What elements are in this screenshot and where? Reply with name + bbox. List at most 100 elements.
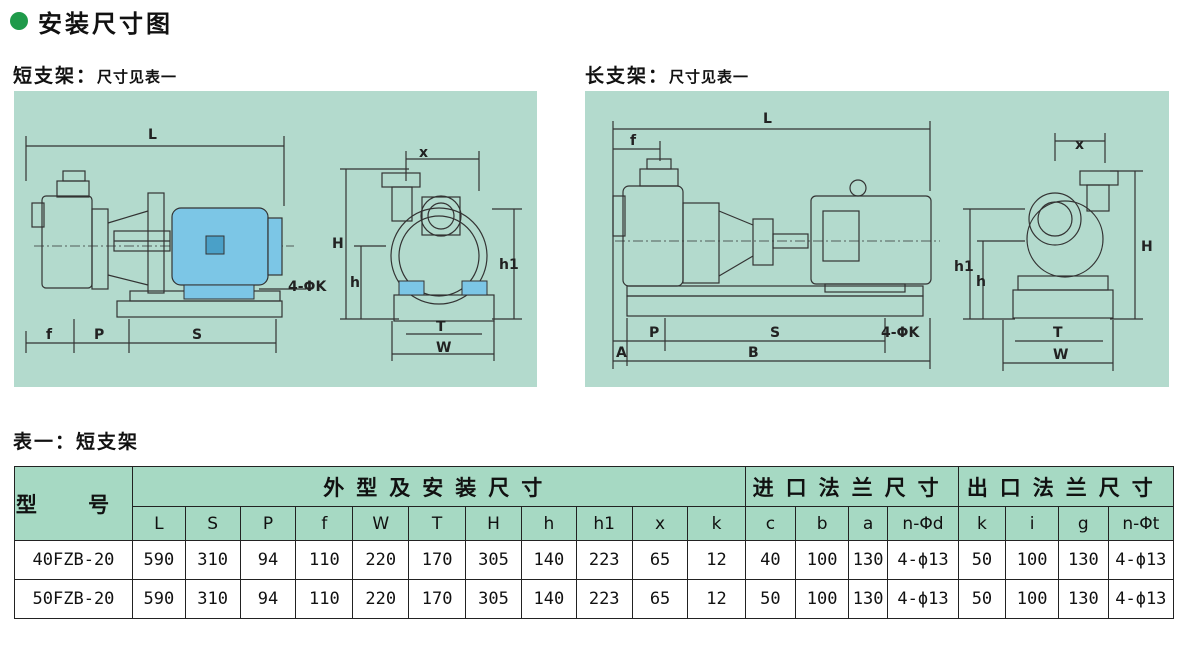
table-cell: 50 bbox=[744, 579, 797, 619]
short-bracket-note: 尺寸见表一 bbox=[97, 68, 178, 86]
long-bracket-drawing: L f x h1 h H P S 4-ΦK A B T W bbox=[585, 91, 1169, 387]
dim-label-h: h bbox=[350, 275, 360, 291]
column-header: c bbox=[744, 506, 797, 541]
table-cell: 4-ϕ13 bbox=[887, 540, 959, 580]
long-bracket-note: 尺寸见表一 bbox=[669, 68, 750, 86]
table-cell: 50 bbox=[957, 579, 1007, 619]
column-header: n-Φt bbox=[1107, 506, 1175, 541]
dim-label-t-long: T bbox=[1053, 325, 1063, 341]
table-cell: 130 bbox=[1058, 579, 1109, 619]
table-cell: 170 bbox=[408, 540, 467, 580]
table-cell: 223 bbox=[575, 540, 633, 580]
table-cell: 140 bbox=[520, 579, 577, 619]
dim-label-H-long: H bbox=[1141, 239, 1153, 255]
table-cell: 100 bbox=[1005, 540, 1059, 580]
table-cell: 130 bbox=[847, 540, 889, 580]
table-cell: 4-ϕ13 bbox=[1107, 540, 1175, 580]
dim-label-x: x bbox=[419, 145, 428, 161]
long-bracket-caption: 长支架：尺寸见表一 bbox=[585, 61, 749, 88]
column-header: f bbox=[295, 506, 354, 541]
dim-label-h1: h1 bbox=[499, 257, 519, 273]
model-header: 型 号 bbox=[14, 466, 133, 541]
dim-label-a-long: A bbox=[616, 345, 627, 361]
column-header: H bbox=[465, 506, 522, 541]
table-cell: 94 bbox=[239, 579, 297, 619]
dim-label-p: P bbox=[94, 327, 104, 343]
short-bracket-drawing: L x H h h1 4-ΦK f P S T W bbox=[14, 91, 537, 387]
dim-label-h-long: h bbox=[976, 274, 986, 290]
dimension-table: 型 号 外型及安装尺寸 进口法兰尺寸 出口法兰尺寸 L S P f W T H … bbox=[14, 466, 1175, 619]
table-cell: 110 bbox=[295, 579, 354, 619]
table-cell: 94 bbox=[239, 540, 297, 580]
column-header: k bbox=[957, 506, 1007, 541]
dim-label-b-long: B bbox=[748, 345, 759, 361]
table-cell: 590 bbox=[131, 540, 186, 580]
dim-label-t: T bbox=[436, 319, 446, 335]
table-cell: 590 bbox=[131, 579, 186, 619]
table-cell: 50FZB-20 bbox=[14, 579, 133, 619]
table-cell: 65 bbox=[631, 540, 689, 580]
column-header: k bbox=[687, 506, 746, 541]
table-cell: 220 bbox=[352, 540, 410, 580]
table-cell: 100 bbox=[1005, 579, 1059, 619]
table-cell: 140 bbox=[520, 540, 577, 580]
table-cell: 65 bbox=[631, 579, 689, 619]
dim-label-p-long: P bbox=[649, 325, 659, 341]
column-header: h bbox=[520, 506, 577, 541]
dim-label-w: W bbox=[436, 340, 451, 356]
column-header: i bbox=[1005, 506, 1059, 541]
table-cell: 12 bbox=[687, 540, 746, 580]
table-cell: 40FZB-20 bbox=[14, 540, 133, 580]
column-header: P bbox=[239, 506, 297, 541]
table-cell: 40 bbox=[744, 540, 797, 580]
group-inlet-header: 进口法兰尺寸 bbox=[744, 466, 959, 507]
column-header: S bbox=[184, 506, 241, 541]
table-cell: 310 bbox=[184, 579, 241, 619]
column-header: h1 bbox=[575, 506, 633, 541]
table-cell: 4-ϕ13 bbox=[1107, 579, 1175, 619]
table-cell: 220 bbox=[352, 579, 410, 619]
dim-label-w-long: W bbox=[1053, 347, 1068, 363]
dim-label-s-long: S bbox=[770, 325, 780, 341]
short-bracket-label: 短支架： bbox=[13, 65, 98, 87]
column-header: a bbox=[847, 506, 889, 541]
dim-label-L: L bbox=[148, 127, 157, 143]
column-header: x bbox=[631, 506, 689, 541]
dim-label-H: H bbox=[332, 236, 344, 252]
table-cell: 100 bbox=[795, 540, 849, 580]
table-row: 40FZB-20 590 310 94 110 220 170 305 140 … bbox=[14, 540, 1175, 580]
column-header: L bbox=[131, 506, 186, 541]
table-cell: 310 bbox=[184, 540, 241, 580]
short-bracket-caption: 短支架：尺寸见表一 bbox=[13, 61, 177, 88]
dim-label-f: f bbox=[46, 327, 53, 343]
column-header: b bbox=[795, 506, 849, 541]
section-heading-text: 安装尺寸图 bbox=[38, 9, 173, 38]
column-header: W bbox=[352, 506, 410, 541]
table-cell: 130 bbox=[847, 579, 889, 619]
column-header: n-Φd bbox=[887, 506, 959, 541]
table-cell: 100 bbox=[795, 579, 849, 619]
dim-label-f-long: f bbox=[630, 133, 637, 149]
table-cell: 170 bbox=[408, 579, 467, 619]
table-row: 50FZB-20 590 310 94 110 220 170 305 140 … bbox=[14, 579, 1175, 619]
table-cell: 50 bbox=[957, 540, 1007, 580]
table-cell: 12 bbox=[687, 579, 746, 619]
dim-label-4-phi-k-long: 4-ΦK bbox=[881, 325, 920, 341]
dim-label-4-phi-k: 4-ΦK bbox=[288, 279, 327, 295]
group-outlet-header: 出口法兰尺寸 bbox=[957, 466, 1175, 507]
table-cell: 305 bbox=[465, 579, 522, 619]
section-heading: 安装尺寸图 bbox=[10, 4, 173, 38]
column-header: T bbox=[408, 506, 467, 541]
table-cell: 130 bbox=[1058, 540, 1109, 580]
table-cell: 110 bbox=[295, 540, 354, 580]
table-title: 表一：短支架 bbox=[13, 431, 140, 453]
bullet-dot-icon bbox=[10, 12, 28, 30]
table-cell: 223 bbox=[575, 579, 633, 619]
dim-label-L-long: L bbox=[763, 111, 772, 127]
long-bracket-label: 长支架： bbox=[585, 65, 670, 87]
dim-label-s: S bbox=[192, 327, 202, 343]
group-outer-header: 外型及安装尺寸 bbox=[131, 466, 746, 507]
dim-label-x-long: x bbox=[1075, 137, 1084, 153]
column-header-row: L S P f W T H h h1 x k c b a n-Φd k i g … bbox=[15, 506, 1175, 541]
table-cell: 4-ϕ13 bbox=[887, 579, 959, 619]
